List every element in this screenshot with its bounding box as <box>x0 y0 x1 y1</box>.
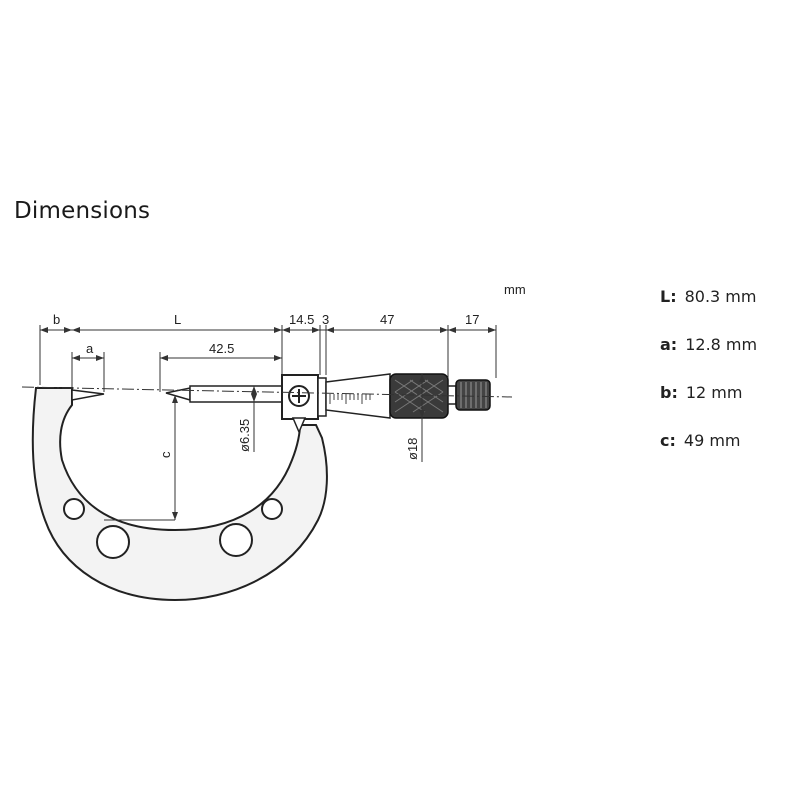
spec-value: 49 mm <box>683 431 741 450</box>
spec-value: 80.3 mm <box>684 287 757 306</box>
spec-key: c: <box>660 431 676 450</box>
frame-hole <box>63 498 85 520</box>
frame-hole <box>219 523 253 557</box>
dim-label-14-5: 14.5 <box>289 312 314 327</box>
extension-lines <box>39 325 497 521</box>
clamp-lever <box>291 417 307 434</box>
sleeve <box>317 377 327 417</box>
frame-hole <box>96 525 130 559</box>
dimension-lines <box>40 327 496 520</box>
dim-label-a: a <box>86 341 94 356</box>
spec-value: 12 mm <box>685 383 743 402</box>
spec-row-b: b: 12 mm <box>660 383 742 402</box>
dim-label-17: 17 <box>465 312 479 327</box>
spindle <box>189 385 283 403</box>
dim-label-47: 47 <box>380 312 394 327</box>
dim-label-42-5: 42.5 <box>209 341 234 356</box>
section-title: Dimensions <box>14 198 151 224</box>
dim-label-unit: mm <box>504 282 526 297</box>
frame-hole <box>261 498 283 520</box>
spec-row-c: c: 49 mm <box>660 431 741 450</box>
spec-row-L: L: 80.3 mm <box>660 287 756 306</box>
spec-row-a: a: 12.8 mm <box>660 335 757 354</box>
dim-label-dia-18: ø18 <box>405 438 420 460</box>
anvil-point <box>71 389 105 401</box>
dim-label-3: 3 <box>322 312 329 327</box>
dim-label-c: c <box>158 451 173 458</box>
spec-value: 12.8 mm <box>685 335 758 354</box>
ratchet-neck <box>447 385 457 405</box>
dim-label-b: b <box>53 312 60 327</box>
dim-label-dia-6-35: ø6.35 <box>237 419 252 452</box>
spec-key: a: <box>660 335 678 354</box>
sleeve-graduations <box>329 394 371 404</box>
spec-key: b: <box>660 383 678 402</box>
dim-label-L: L <box>174 312 181 327</box>
spec-key: L: <box>660 287 677 306</box>
